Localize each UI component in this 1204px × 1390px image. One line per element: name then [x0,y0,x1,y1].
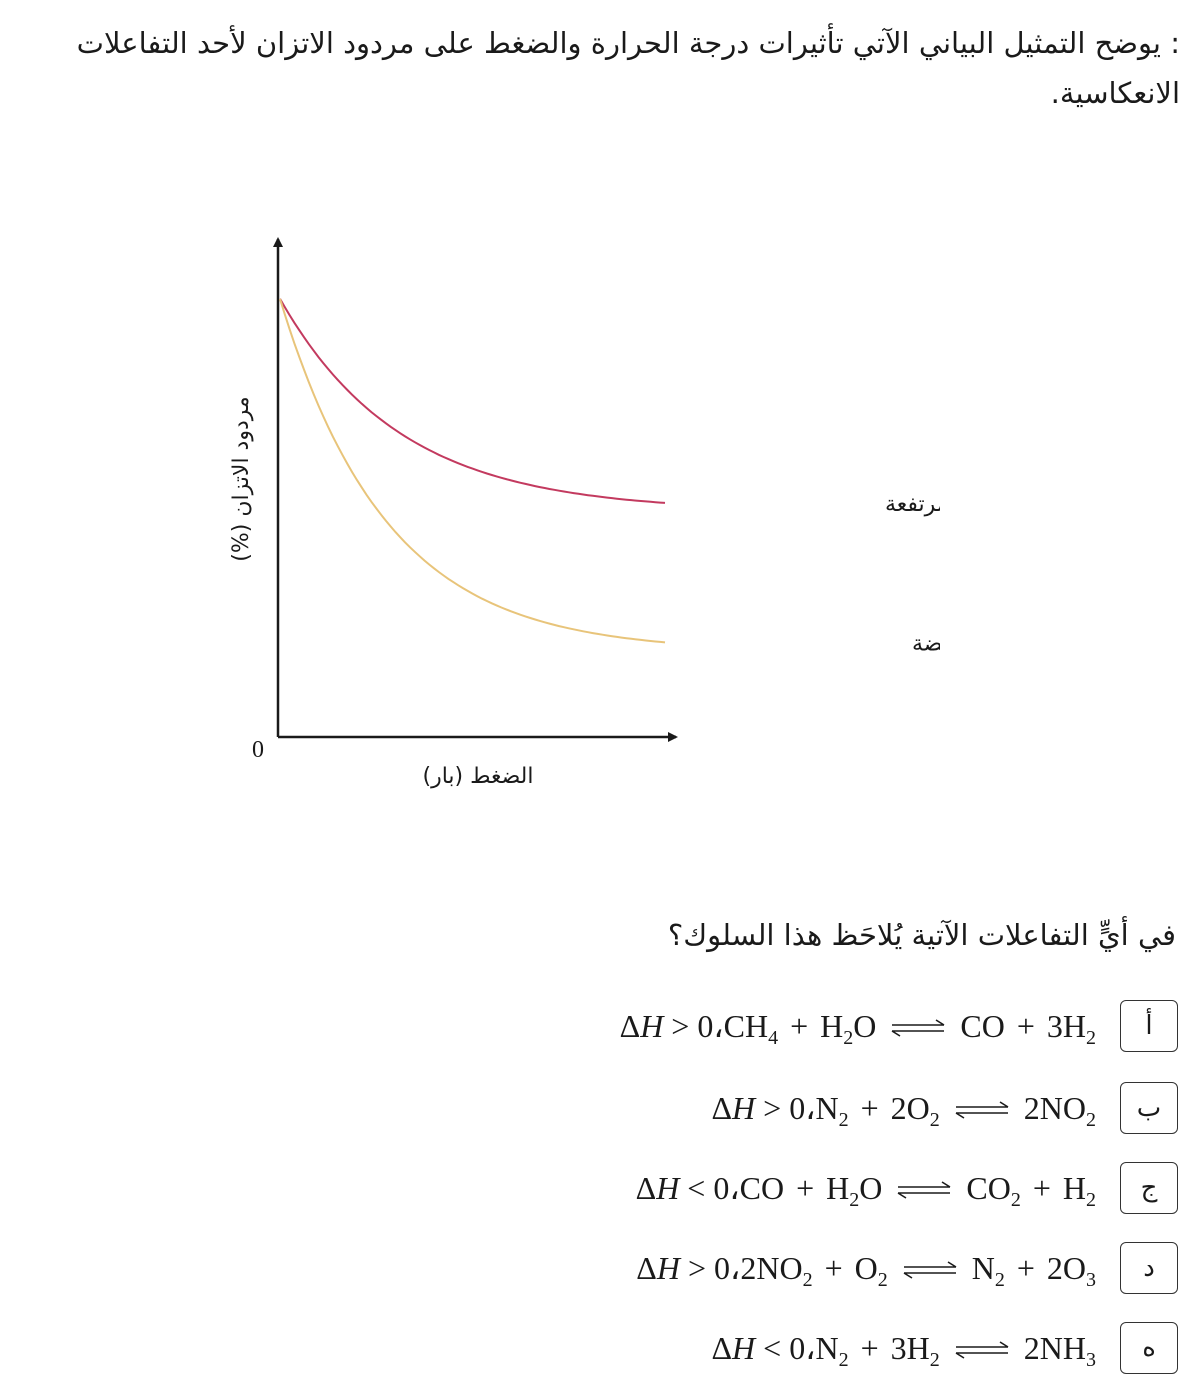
chemical-species: H2O [820,1007,877,1049]
chemical-species: N2 [815,1089,849,1131]
chemical-species: CH4 [723,1007,779,1049]
chemical-species: CO2 [966,1169,1021,1211]
enthalpy-condition: ΔH > 0 [711,1089,806,1126]
series-line-2 [279,298,666,644]
chemical-species: 2O2 [890,1089,940,1131]
plus-sign: + [782,1007,817,1044]
plus-sign: + [816,1249,851,1286]
equilibrium-arrows-icon [896,1170,952,1207]
question-intro: : يوضح التمثيل البياني الآتي تأثيرات درج… [76,26,1180,110]
reactants: 2NO2 + O2 [740,1249,888,1291]
plus-sign: + [1024,1169,1059,1206]
chemical-species: N2 [971,1249,1005,1291]
answer-letter-box[interactable]: د [1120,1242,1178,1294]
reaction-equation: ΔH < 0،N2 + 3H2 2NH3 [711,1329,1096,1371]
chemical-species: 2NO2 [740,1249,813,1291]
reaction-equation: ΔH > 0،2NO2 + O2 N2 + 2O3 [636,1249,1096,1291]
reactants: CO + H2O [739,1169,883,1211]
reaction-equation: ΔH < 0،CO + H2O CO2 + H2 [635,1169,1096,1211]
equilibrium-arrows-icon [902,1250,958,1287]
products: 2NH3 [1023,1329,1096,1371]
question-prompt: في أيٍّ التفاعلات الآتية يُلاحَظ هذا الس… [667,918,1176,952]
enthalpy-condition: ΔH > 0 [619,1007,714,1044]
answer-option[interactable]: د ΔH > 0،2NO2 + O2 N2 + 2O3 [636,1242,1178,1294]
enthalpy-condition: ΔH < 0 [635,1169,730,1206]
answer-letter-box[interactable]: ه [1120,1322,1178,1374]
answer-letter-box[interactable]: ب [1120,1082,1178,1134]
chemical-species: 2NO2 [1023,1089,1096,1131]
origin-label: 0 [252,737,264,763]
chemical-species: 3H2 [1046,1007,1096,1049]
answer-option[interactable]: أ ΔH > 0،CH4 + H2O CO + 3H2 [620,1000,1178,1052]
enthalpy-condition: ΔH < 0 [711,1329,806,1366]
chemical-species: CO [739,1169,785,1206]
answer-option[interactable]: ه ΔH < 0،N2 + 3H2 2NH3 [711,1322,1178,1374]
plus-sign: + [852,1329,887,1366]
comma: ، [713,1008,724,1044]
comma: ، [730,1250,741,1286]
chemical-species: 2NH3 [1023,1329,1096,1371]
reaction-equation: ΔH > 0،N2 + 2O2 2NO2 [711,1089,1096,1131]
answer-option[interactable]: ج ΔH < 0،CO + H2O CO2 + H2 [636,1162,1178,1214]
equilibrium-arrows-icon [954,1330,1010,1367]
chemical-species: 2O3 [1046,1249,1096,1291]
products: CO + 3H2 [960,1007,1096,1049]
equilibrium-yield-chart: 0 الضغط (بار) مردود الاتزان (%) درجة حرا… [229,237,940,789]
series-label-1: درجة حرارة مرتفعة [885,492,940,517]
comma: ، [805,1090,816,1126]
plus-sign: + [788,1169,823,1206]
reactants: CH4 + H2O [723,1007,877,1049]
answer-letter-box[interactable]: ج [1120,1162,1178,1214]
x-axis-label: الضغط (بار) [423,764,534,789]
series-label-2: درجة حرارة منخفضة [912,631,940,656]
answer-letter-box[interactable]: أ [1120,1000,1178,1052]
plus-sign: + [1008,1007,1043,1044]
reaction-equation: ΔH > 0،CH4 + H2O CO + 3H2 [619,1007,1096,1049]
comma: ، [805,1330,816,1366]
chemical-species: CO [960,1007,1005,1044]
plus-sign: + [1008,1249,1043,1286]
answer-option[interactable]: ب ΔH > 0،N2 + 2O2 2NO2 [711,1082,1178,1134]
series-line-1 [279,298,666,504]
equilibrium-arrows-icon [890,1008,946,1045]
comma: ، [729,1170,740,1206]
chemical-species: O2 [854,1249,888,1291]
chemical-species: N2 [815,1329,849,1371]
products: N2 + 2O3 [971,1249,1096,1291]
products: CO2 + H2 [966,1169,1096,1211]
chemical-species: H2O [826,1169,883,1211]
enthalpy-condition: ΔH > 0 [636,1249,731,1286]
reactants: N2 + 3H2 [815,1329,940,1371]
products: 2NO2 [1023,1089,1096,1131]
chemical-species: H2 [1062,1169,1096,1211]
plus-sign: + [852,1089,887,1126]
y-axis-label: مردود الاتزان (%) [229,396,254,561]
reactants: N2 + 2O2 [815,1089,940,1131]
chemical-species: 3H2 [890,1329,940,1371]
equilibrium-arrows-icon [954,1090,1010,1127]
